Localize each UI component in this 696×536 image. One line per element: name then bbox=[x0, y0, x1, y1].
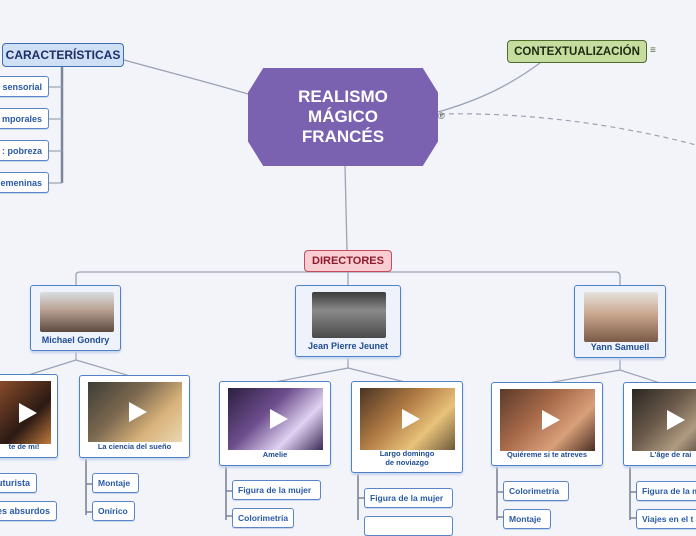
play-icon bbox=[19, 402, 37, 423]
film-card[interactable]: Quiéreme si te atreves bbox=[491, 382, 603, 466]
film-detail[interactable]: Montaje bbox=[92, 473, 139, 493]
film-detail-label: uturista bbox=[0, 478, 30, 488]
film-detail-label: Montaje bbox=[509, 514, 542, 524]
film-detail-label: Onírico bbox=[98, 506, 128, 516]
film-thumbnail bbox=[228, 388, 323, 450]
film-thumbnail bbox=[632, 389, 696, 451]
directores-title: DIRECTORES bbox=[312, 255, 384, 267]
caracteristica-item[interactable]: sensorial bbox=[0, 76, 49, 97]
film-title: Quiéreme si te atreves bbox=[506, 450, 588, 459]
film-detail[interactable]: Colorimetría bbox=[503, 481, 569, 501]
film-detail[interactable]: Colorimetría bbox=[232, 508, 294, 528]
caracteristicas-topic[interactable]: CARACTERÍSTICAS bbox=[2, 43, 124, 67]
caracteristica-item[interactable]: : pobreza bbox=[0, 140, 49, 161]
note-icon[interactable]: ≡ bbox=[650, 45, 656, 56]
caracteristica-label: sensorial bbox=[2, 81, 42, 92]
film-detail-label: Figura de la mujer bbox=[238, 485, 312, 495]
director-card-jeunet[interactable]: Jean Pierre Jeunet bbox=[295, 285, 401, 357]
film-detail[interactable]: Figura de la mujer bbox=[364, 488, 453, 508]
film-title-line1: Largo domingo bbox=[379, 449, 435, 458]
caracteristica-item[interactable]: emeninas bbox=[0, 172, 49, 193]
play-icon bbox=[667, 410, 685, 430]
film-title: te de mi! bbox=[8, 442, 40, 451]
film-detail-label: Figura de la m bbox=[642, 486, 696, 496]
contextualizacion-topic[interactable]: CONTEXTUALIZACIÓN bbox=[507, 40, 647, 63]
director-card-samuell[interactable]: Yann Samuell bbox=[574, 285, 666, 358]
central-title-line2: MÁGICO bbox=[308, 107, 378, 126]
film-detail[interactable]: Montaje bbox=[503, 509, 551, 529]
film-title: L'âge de rai bbox=[650, 450, 692, 459]
film-thumbnail bbox=[88, 382, 182, 442]
film-title: Largo domingo de noviazgo bbox=[352, 449, 462, 467]
director-name: Jean Pierre Jeunet bbox=[307, 341, 389, 351]
director-photo bbox=[584, 292, 658, 342]
film-card[interactable]: La ciencia del sueño bbox=[79, 375, 190, 458]
director-card-gondry[interactable]: Michael Gondry bbox=[30, 285, 121, 351]
play-icon bbox=[269, 409, 288, 429]
play-icon bbox=[401, 409, 420, 429]
film-card[interactable]: te de mi! bbox=[0, 374, 58, 458]
caracteristica-item[interactable]: mporales bbox=[0, 108, 49, 129]
director-photo bbox=[312, 292, 386, 338]
film-card[interactable]: Largo domingo de noviazgo bbox=[351, 381, 463, 473]
film-detail-label: Montaje bbox=[98, 478, 131, 488]
film-thumbnail bbox=[500, 389, 595, 451]
film-detail-label: Viajes en el t bbox=[642, 514, 694, 524]
film-title-line2: de noviazgo bbox=[385, 458, 429, 467]
film-detail[interactable]: Figura de la mujer bbox=[232, 480, 321, 500]
link-icon[interactable]: ® bbox=[438, 111, 445, 121]
director-photo bbox=[40, 292, 114, 332]
film-detail[interactable]: Onírico bbox=[92, 501, 135, 521]
film-detail[interactable]: uturista bbox=[0, 473, 37, 493]
film-thumbnail bbox=[360, 388, 455, 450]
central-title-line1: REALISMO bbox=[298, 87, 388, 106]
caracteristica-label: emeninas bbox=[0, 177, 42, 188]
film-detail-label: jes absurdos bbox=[0, 506, 50, 516]
play-icon bbox=[129, 402, 147, 422]
film-detail[interactable]: Figura de la m bbox=[636, 481, 696, 501]
central-topic[interactable]: REALISMO MÁGICO FRANCÉS bbox=[248, 68, 438, 166]
central-title-line3: FRANCÉS bbox=[301, 127, 385, 146]
connector-lines bbox=[24, 59, 696, 520]
film-detail-label: Colorimetría bbox=[509, 486, 560, 496]
film-thumbnail bbox=[0, 381, 51, 444]
film-title: Amelie bbox=[262, 450, 288, 459]
film-detail[interactable] bbox=[364, 516, 453, 536]
director-name: Michael Gondry bbox=[41, 335, 110, 345]
contextualizacion-title: CONTEXTUALIZACIÓN bbox=[514, 45, 640, 58]
film-detail[interactable]: Viajes en el t bbox=[636, 509, 696, 529]
caracteristica-label: mporales bbox=[1, 113, 42, 124]
play-icon bbox=[541, 410, 560, 430]
caracteristica-label: : pobreza bbox=[1, 145, 42, 156]
director-name: Yann Samuell bbox=[590, 342, 650, 352]
film-detail[interactable]: jes absurdos bbox=[0, 501, 57, 521]
directores-topic[interactable]: DIRECTORES bbox=[304, 250, 392, 272]
film-detail-label: Colorimetría bbox=[238, 513, 289, 523]
caracteristicas-title: CARACTERÍSTICAS bbox=[5, 48, 121, 62]
film-detail-label: Figura de la mujer bbox=[370, 493, 444, 503]
film-title: La ciencia del sueño bbox=[97, 442, 172, 451]
film-card[interactable]: Amelie bbox=[219, 381, 331, 466]
film-card[interactable]: L'âge de rai bbox=[623, 382, 696, 466]
